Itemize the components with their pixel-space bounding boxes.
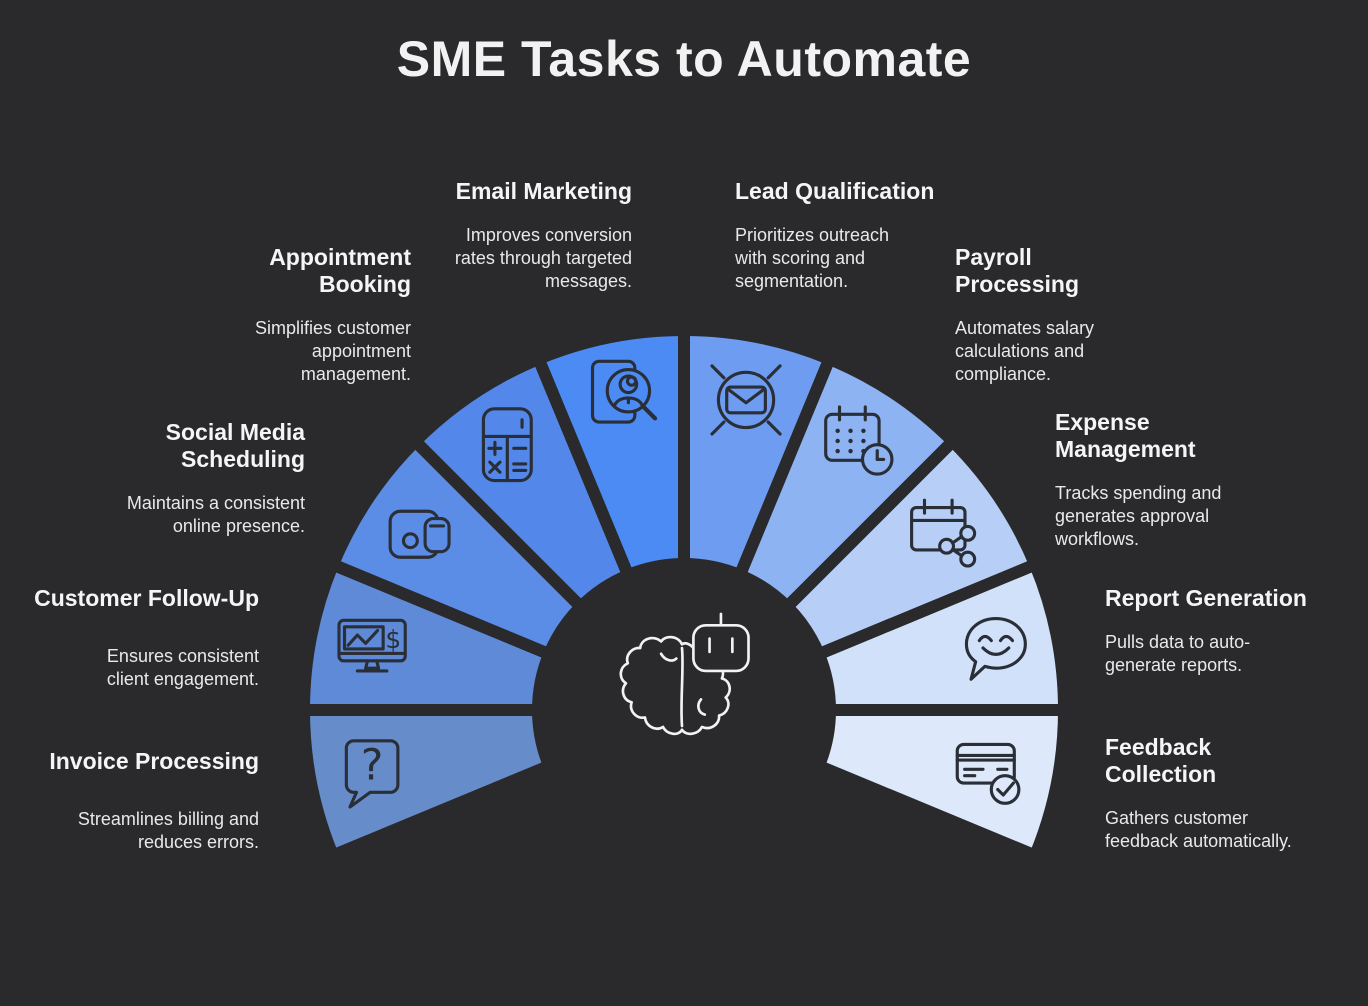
heading-email-marketing: Email Marketing — [455, 178, 632, 204]
monitor-chart-icon: $ — [337, 618, 407, 673]
svg-text:$: $ — [385, 625, 401, 654]
heading-customer-follow-up: Customer Follow-Up — [34, 585, 259, 611]
lead-search-icon — [590, 359, 658, 424]
page-title: SME Tasks to Automate — [396, 31, 972, 87]
description-feedback-collection: Gathers customer feedback automatically. — [1105, 808, 1292, 851]
heading-feedback-collection: Feedback Collection — [1105, 734, 1217, 787]
heading-invoice-processing: Invoice Processing — [49, 748, 259, 774]
wallet-icon — [388, 509, 451, 559]
heading-appointment-booking: Appointment Booking — [269, 244, 411, 297]
description-email-marketing: Improves conversion rates through target… — [454, 225, 632, 291]
wedge-payroll-processing — [415, 358, 629, 607]
wedge-expense-management — [332, 441, 581, 655]
heading-social-media-scheduling: Social Media Scheduling — [165, 419, 305, 472]
description-expense-management: Tracks spending and generates approval w… — [1055, 483, 1222, 549]
heading-expense-management: Expense Management — [1055, 409, 1196, 462]
svg-text:?: ? — [361, 740, 383, 789]
description-invoice-processing: Streamlines billing and reduces errors. — [77, 809, 259, 852]
email-target-icon — [710, 364, 782, 436]
wedge-customer-follow-up — [818, 564, 1064, 710]
description-lead-qualification: Prioritizes outreach with scoring and se… — [735, 225, 890, 291]
calculator-icon — [481, 407, 533, 483]
calendar-share-icon — [910, 498, 977, 568]
description-payroll-processing: Automates salary calculations and compli… — [955, 318, 1095, 384]
wedge-report-generation — [304, 564, 550, 710]
heading-lead-qualification: Lead Qualification — [735, 178, 935, 204]
wedge-invoice-processing — [818, 710, 1064, 856]
heading-payroll-processing: Payroll Processing — [955, 244, 1079, 297]
calendar-clock-icon — [824, 405, 894, 476]
chat-smile-icon — [964, 616, 1027, 681]
description-appointment-booking: Simplifies customer appointment manageme… — [254, 318, 411, 384]
heading-report-generation: Report Generation — [1105, 585, 1307, 611]
question-bubble-icon: ? — [344, 739, 400, 809]
description-social-media-scheduling: Maintains a consistent online presence. — [126, 493, 305, 536]
description-report-generation: Pulls data to auto- generate reports. — [1105, 632, 1251, 675]
description-customer-follow-up: Ensures consistent client engagement. — [106, 646, 259, 689]
wedge-appointment-booking — [739, 358, 953, 607]
robot-head-icon — [692, 612, 750, 673]
invoice-icon — [955, 742, 1021, 805]
